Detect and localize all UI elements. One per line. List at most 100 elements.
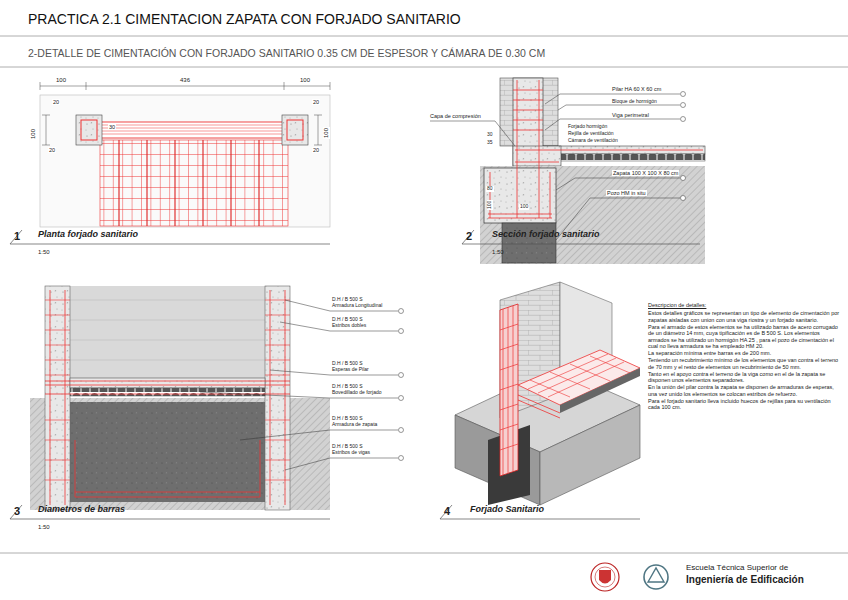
callout-label: Cámara de ventilación (568, 138, 618, 144)
plan-view (119, 140, 259, 226)
callout-number: 2 (466, 230, 472, 243)
bar-spec: D.H / B 500 S (332, 444, 363, 450)
bar-spec: D.H / B 500 S (332, 361, 363, 367)
notes-paragraph: En la unión del pilar contra la zapata s… (648, 384, 842, 397)
bar-diameter-elevation (399, 373, 404, 378)
section-view (681, 176, 686, 181)
section-view (681, 196, 686, 201)
callout-label: Pozo HM in situ (606, 190, 647, 196)
dimension: 100 (487, 200, 493, 210)
scale: 1:50 (38, 524, 50, 531)
logos (599, 570, 611, 584)
section-view (681, 117, 686, 122)
callout-label: Bloque de hormigón (612, 99, 657, 105)
bar-spec: D.H / B 500 S (332, 297, 363, 303)
plan-view (96, 122, 292, 138)
sheet-subtitle: 2-DETALLE DE CIMENTACIÓN CON FORJADO SAN… (28, 47, 545, 59)
plan-view (40, 95, 330, 227)
notes-paragraph: La separación mínima entre barras es de … (648, 350, 842, 357)
callout-label: Capa de compresión (430, 113, 481, 119)
plan-view (282, 115, 308, 145)
section-view (462, 230, 700, 244)
logos (591, 563, 619, 591)
section-view (543, 154, 705, 161)
callout-label: Viga perimetral (612, 112, 649, 118)
notes-paragraph: Tanto en el apoyo contra el terreno de l… (648, 371, 842, 384)
scale: 1:50 (38, 249, 50, 256)
sheet-frame (0, 67, 848, 68)
plan-view (10, 230, 330, 244)
dimension: 35 (486, 140, 494, 146)
bar-label: Estribos de vigas (332, 450, 370, 456)
plan-view (40, 82, 330, 90)
notes-paragraph: Teniendo un recubrimiento mínimo de los … (648, 357, 842, 370)
plan-view (96, 125, 292, 134)
bar-diameter-elevation (70, 378, 265, 388)
dimension: 20 (312, 99, 320, 105)
plan-view (10, 82, 330, 244)
notes-paragraph: Estos detalles gráficos se representan u… (648, 310, 842, 323)
notes-paragraph: Para el armado de estos elementos se ha … (648, 324, 842, 350)
bar-diameter-elevation (70, 388, 265, 396)
bar-diameter-elevation (399, 329, 404, 334)
bar-diameter-elevation (399, 309, 404, 314)
logos (644, 565, 668, 589)
plan-view (76, 115, 102, 145)
sheet-frame (0, 36, 848, 37)
bar-diameter-elevation (70, 300, 265, 360)
bar-diameter-elevation (10, 286, 404, 519)
dimension: 20 (312, 147, 320, 153)
bar-spec: D.H / B 500 S (332, 384, 363, 390)
bar-diameter-elevation (45, 300, 290, 480)
bar-label: Estribos dobles (332, 323, 366, 329)
isometric-view (440, 282, 640, 519)
dimension: 100 (300, 77, 310, 84)
sheet-frame (0, 36, 848, 553)
dimension: 20 (52, 99, 60, 105)
school-name: Escuela Técnica Superior de (686, 563, 788, 572)
isometric-view (500, 304, 518, 476)
logos (648, 568, 664, 582)
plan-view (81, 120, 97, 140)
bar-diameter-elevation (399, 428, 404, 433)
dimension: 30 (108, 124, 116, 130)
dimension: 100 (323, 127, 330, 139)
callout-number: 4 (444, 505, 450, 518)
dimension: 80 (486, 186, 494, 192)
bar-spec: D.H / B 500 S (332, 416, 363, 422)
dimension: 30 (486, 132, 494, 138)
sheet-title: PRACTICA 2.1 CIMENTACION ZAPATA CON FORJ… (28, 11, 461, 27)
isometric-view (518, 395, 560, 418)
logos (591, 563, 668, 591)
dimension: 100 (519, 204, 529, 210)
plan-view (287, 120, 303, 140)
bar-diameter-elevation (70, 286, 265, 378)
bar-diameter-elevation (265, 286, 290, 510)
dimension: 436 (180, 77, 190, 84)
bar-spec: D.H / B 500 S (332, 317, 363, 323)
section-view (681, 103, 686, 108)
dimension: 100 (56, 77, 66, 84)
callout-label: Rejilla de ventilación (568, 131, 614, 137)
section-view (681, 92, 686, 97)
callout-label: Pilar HA 60 X 60 cm (612, 86, 661, 92)
view-title: Diametros de barras (38, 504, 125, 514)
view-title: Forjado Sanitario (470, 504, 544, 514)
plan-view (100, 140, 288, 226)
isometric-view (455, 415, 540, 505)
bar-diameter-elevation (10, 505, 330, 519)
bar-diameter-elevation (45, 286, 70, 510)
logos (595, 567, 615, 587)
bar-label: Bovedillado de forjado (332, 390, 381, 396)
section-view (430, 78, 705, 264)
bar-diameter-elevation (399, 396, 404, 401)
bar-label: Esperas de Pilar (332, 367, 369, 373)
dimension: 100 (30, 129, 37, 139)
school-name: Ingeniería de Edificación (686, 574, 804, 586)
isometric-view (528, 354, 630, 397)
section-view (488, 80, 703, 218)
notes-paragraph: Para el forjado sanitario lleva incluido… (648, 398, 842, 411)
callout-number: 3 (14, 505, 20, 518)
callout-label: Forjado hormigón (568, 124, 607, 130)
